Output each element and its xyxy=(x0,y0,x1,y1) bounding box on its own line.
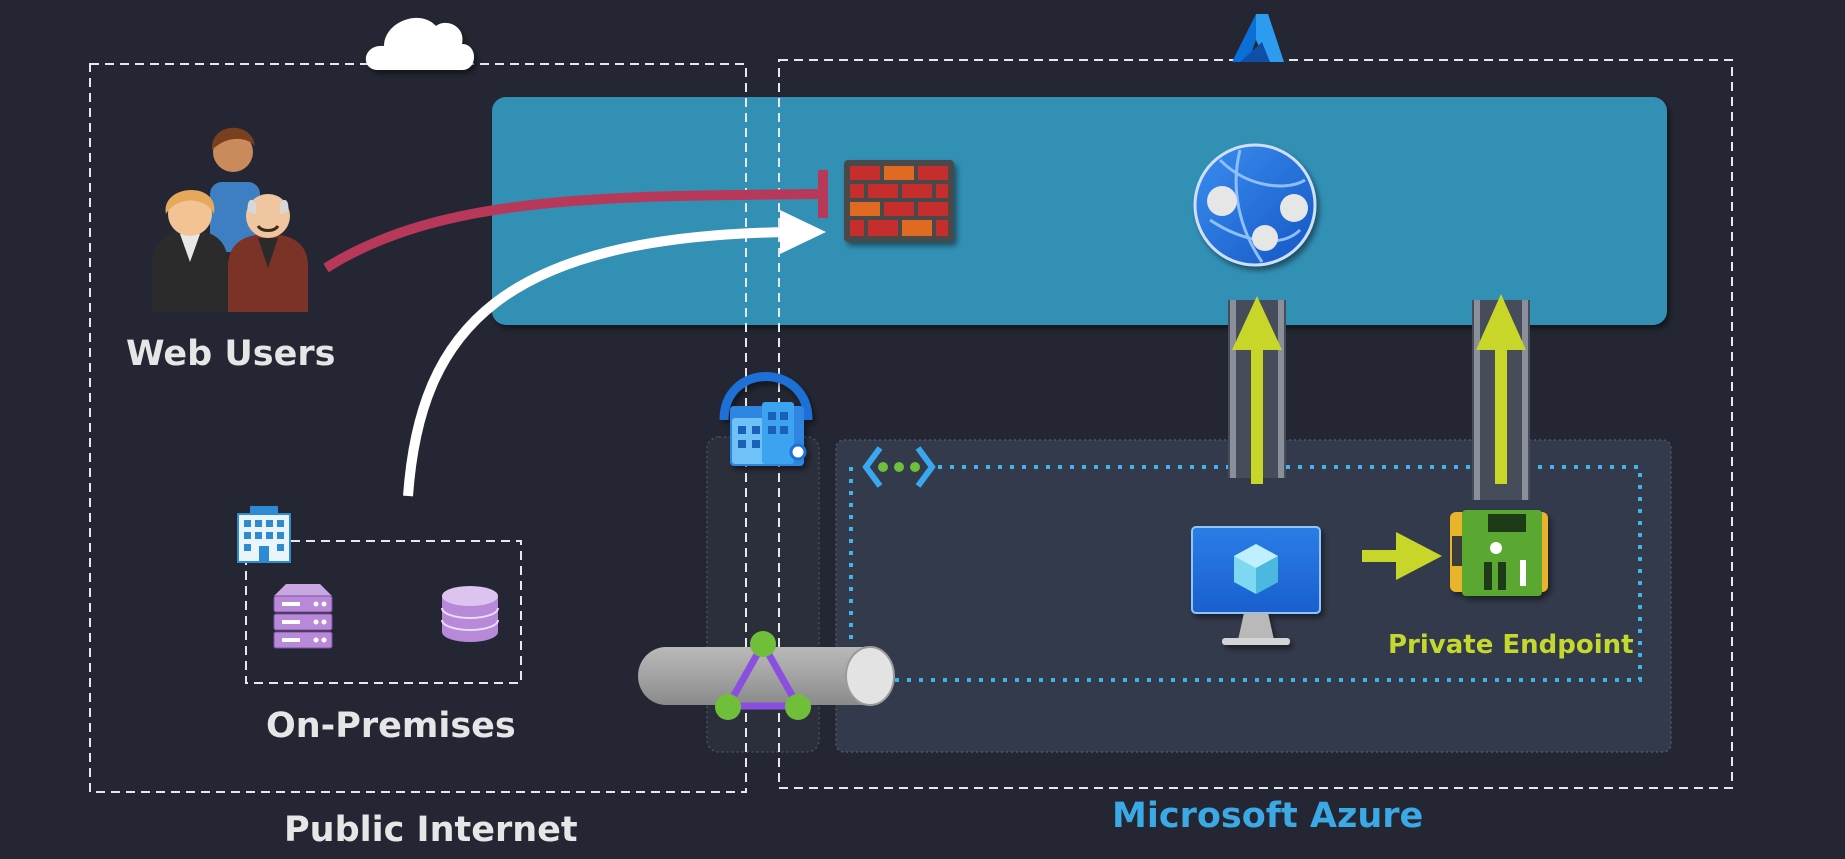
vm-to-app-arrow xyxy=(1228,296,1286,484)
app-service-band xyxy=(492,97,1667,325)
server-icon xyxy=(273,584,333,649)
cloud-icon xyxy=(365,17,474,70)
virtual-machine-icon xyxy=(1191,526,1321,645)
vm-to-endpoint-arrow xyxy=(1362,532,1442,580)
private-endpoint-icon xyxy=(1450,510,1548,596)
on-premises-label: On-Premises xyxy=(266,706,516,746)
firewall-icon xyxy=(844,160,954,242)
on-premises-boundary xyxy=(245,540,522,684)
vpn-gateway-icon xyxy=(719,372,813,466)
endpoint-to-app-arrow xyxy=(1472,294,1530,500)
vnet-boundary xyxy=(894,465,1642,682)
blocked-traffic-arrow xyxy=(323,189,823,273)
expressroute-icon xyxy=(638,631,895,720)
web-users-icon xyxy=(152,127,308,312)
app-service-icon xyxy=(1193,143,1317,267)
blocked-traffic-stop xyxy=(818,170,828,218)
allowed-traffic-arrowhead xyxy=(780,210,826,254)
web-users-label: Web Users xyxy=(126,334,336,374)
microsoft-azure-label: Microsoft Azure xyxy=(1112,796,1424,836)
public-internet-label: Public Internet xyxy=(284,810,578,850)
allowed-traffic-arrow xyxy=(403,227,791,497)
database-icon xyxy=(441,586,499,642)
building-icon xyxy=(237,506,291,563)
azure-logo-icon xyxy=(1232,14,1284,62)
private-endpoint-label: Private Endpoint xyxy=(1388,630,1634,660)
vnet-icon xyxy=(862,446,936,488)
